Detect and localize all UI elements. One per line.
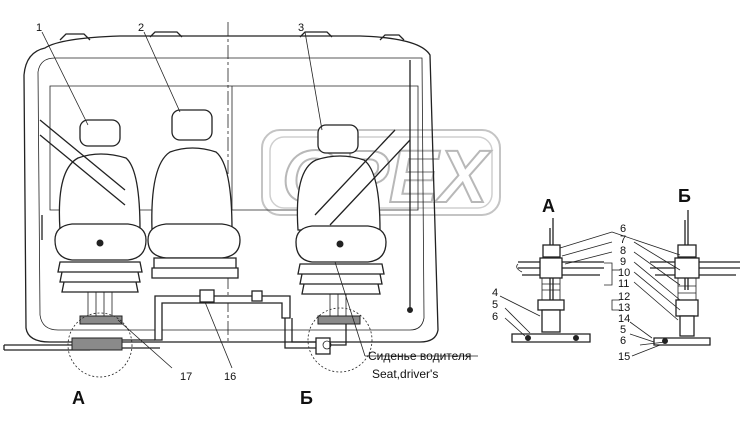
detail-b-label-6: 6	[620, 223, 626, 235]
detail-b: Б	[639, 186, 740, 346]
detail-a-label-6: 6	[492, 311, 498, 323]
detail-b-leaders	[559, 231, 681, 343]
detail-b-label-15: 15	[618, 351, 630, 363]
callout-17: 17	[180, 371, 192, 383]
caption-ru: Сиденье водителя	[368, 349, 471, 363]
seat-driver	[295, 124, 411, 325]
detail-b-label-9: 9	[620, 256, 626, 268]
callout-2: 2	[138, 22, 144, 34]
detail-b-label-11: 11	[618, 278, 629, 290]
detail-b-label-14: 14	[618, 313, 630, 325]
callout-3: 3	[298, 22, 304, 34]
detail-b-label-13: 13	[618, 302, 630, 314]
leader-lines	[41, 31, 478, 369]
detail-b-label-5: 5	[620, 324, 626, 336]
view-a-label: А	[72, 388, 85, 408]
callout-1: 1	[36, 22, 42, 34]
detail-b-label-6b: 6	[620, 335, 626, 347]
detail-a: А	[499, 196, 604, 343]
seat-left	[39, 119, 147, 325]
floor-pipes	[3, 289, 347, 355]
detail-a-title: А	[542, 196, 555, 216]
cab-outline	[23, 22, 439, 343]
seat-middle	[147, 109, 241, 279]
detail-b-label-10: 10	[618, 267, 630, 279]
view-b-label: Б	[300, 388, 313, 408]
detail-b-title: Б	[678, 186, 691, 206]
detail-b-label-8: 8	[620, 245, 626, 257]
caption-en: Seat,driver's	[372, 367, 438, 381]
detail-b-label-12: 12	[618, 291, 630, 303]
detail-a-label-5: 5	[492, 299, 498, 311]
callout-16: 16	[224, 371, 236, 383]
detail-b-label-7: 7	[620, 234, 626, 246]
detail-a-label-4: 4	[492, 287, 498, 299]
